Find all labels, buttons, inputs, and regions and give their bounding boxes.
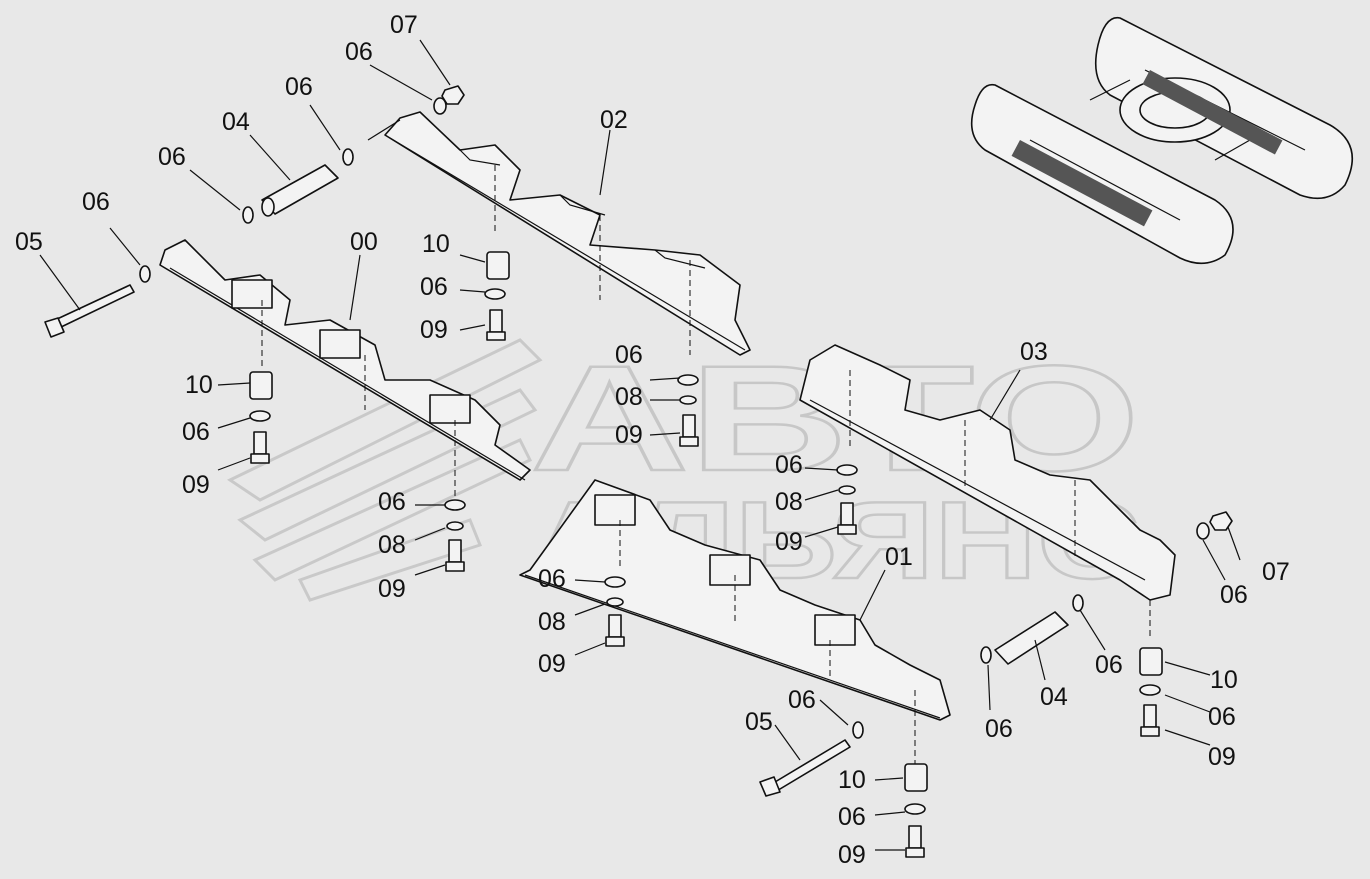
label-10: 10 bbox=[1210, 666, 1238, 694]
label-02: 02 bbox=[600, 106, 628, 134]
label-01: 01 bbox=[885, 543, 913, 571]
label-06: 06 bbox=[158, 143, 186, 171]
label-05-left: 05 bbox=[15, 228, 43, 256]
label-09: 09 bbox=[182, 471, 210, 499]
spacer-stack-6 bbox=[604, 576, 626, 647]
label-09: 09 bbox=[1208, 743, 1236, 771]
label-06: 06 bbox=[420, 273, 448, 301]
spacer-stack-8 bbox=[904, 763, 928, 858]
label-06: 06 bbox=[838, 803, 866, 831]
nut-07-top-icon bbox=[441, 85, 465, 105]
label-06: 06 bbox=[985, 715, 1013, 743]
label-04-right: 04 bbox=[1040, 683, 1068, 711]
label-09: 09 bbox=[420, 316, 448, 344]
label-06: 06 bbox=[1208, 703, 1236, 731]
label-09: 09 bbox=[838, 841, 866, 869]
track-guard-02 bbox=[384, 111, 751, 356]
label-08: 08 bbox=[538, 608, 566, 636]
label-07-right: 07 bbox=[1262, 558, 1290, 586]
label-06: 06 bbox=[378, 488, 406, 516]
label-06: 06 bbox=[1095, 651, 1123, 679]
label-10: 10 bbox=[185, 371, 213, 399]
spacer-stack-5 bbox=[836, 464, 858, 535]
nut-07-right-icon bbox=[1209, 511, 1233, 531]
spacer-stack-2 bbox=[249, 371, 273, 464]
pin-04-right-icon bbox=[994, 611, 1069, 665]
label-00: 00 bbox=[350, 228, 378, 256]
label-03: 03 bbox=[1020, 338, 1048, 366]
label-06: 06 bbox=[1220, 581, 1248, 609]
label-06: 06 bbox=[775, 451, 803, 479]
label-05-right: 05 bbox=[745, 708, 773, 736]
callout-labels: 00 01 02 03 04 04 05 05 06 06 06 06 06 0… bbox=[15, 11, 1290, 869]
label-07-top: 07 bbox=[390, 11, 418, 39]
label-08: 08 bbox=[378, 531, 406, 559]
label-08: 08 bbox=[615, 383, 643, 411]
label-06: 06 bbox=[788, 686, 816, 714]
crawler-overview-icon bbox=[970, 16, 1354, 265]
spacer-stack-7 bbox=[1139, 647, 1163, 737]
label-06: 06 bbox=[345, 38, 373, 66]
label-04-left: 04 bbox=[222, 108, 250, 136]
hardware bbox=[39, 39, 1241, 858]
track-guard-03 bbox=[799, 344, 1176, 640]
track-guard-01 bbox=[519, 479, 951, 765]
label-08: 08 bbox=[775, 488, 803, 516]
label-09: 09 bbox=[538, 650, 566, 678]
spacer-stack-3 bbox=[677, 374, 699, 447]
label-10: 10 bbox=[838, 766, 866, 794]
label-06: 06 bbox=[82, 188, 110, 216]
label-06: 06 bbox=[615, 341, 643, 369]
track-guard-00 bbox=[159, 239, 531, 500]
label-06: 06 bbox=[538, 565, 566, 593]
spacer-stack-1 bbox=[484, 251, 510, 341]
spacer-stack-4 bbox=[444, 499, 466, 572]
label-10: 10 bbox=[422, 230, 450, 258]
label-06: 06 bbox=[182, 418, 210, 446]
label-09: 09 bbox=[378, 575, 406, 603]
label-09: 09 bbox=[775, 528, 803, 556]
label-06: 06 bbox=[285, 73, 313, 101]
label-09: 09 bbox=[615, 421, 643, 449]
